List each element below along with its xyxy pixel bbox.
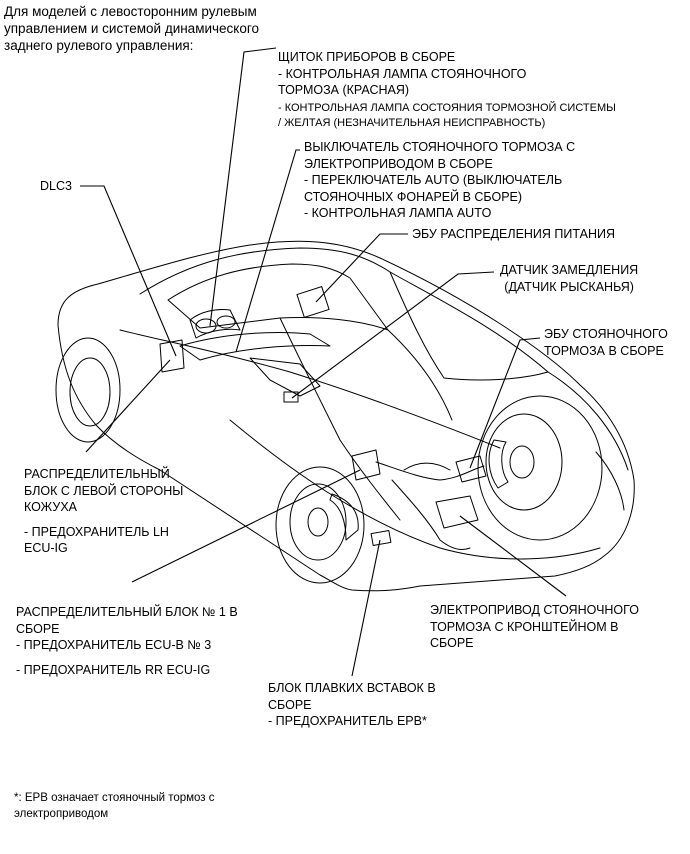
callout-line: ДАТЧИК ЗАМЕДЛЕНИЯ — [500, 263, 639, 277]
callout-line: БЛОК ПЛАВКИХ ВСТАВОК В — [268, 681, 436, 695]
callout-line: ЭБУ РАСПРЕДЕЛЕНИЯ ПИТАНИЯ — [412, 227, 615, 241]
callout-parking-ecu: ЭБУ СТОЯНОЧНОГО ТОРМОЗА В СБОРЕ — [544, 326, 668, 359]
callout-line: СТОЯНОЧНЫХ ФОНАРЕЙ В СБОРЕ) — [304, 189, 523, 204]
callout-line: - ПРЕДОХРАНИТЕЛЬ LH — [24, 524, 169, 539]
callout-line: / ЖЕЛТАЯ (НЕЗНАЧИТЕЛЬНАЯ НЕИСПРАВНОСТЬ) — [278, 116, 546, 129]
center-console — [249, 357, 321, 397]
door-line-mid — [387, 329, 453, 421]
power-ecu-shape — [296, 286, 330, 318]
callout-line: ТОРМОЗА С КРОНШТЕЙНОМ В — [430, 619, 619, 634]
callout-line: СБОРЕ — [16, 621, 60, 636]
leader-actuator — [459, 515, 567, 597]
callout-line: ECU-IG — [24, 541, 68, 555]
callout-cowl-junction: РАСПРЕДЕЛИТЕЛЬНЫЙ БЛОК С ЛЕВОЙ СТОРОНЫ К… — [24, 466, 183, 557]
callout-line: (ДАТЧИК РЫСКАНЬЯ) — [504, 279, 634, 294]
leader-parking-ecu — [469, 337, 541, 469]
callout-line: БЛОК С ЛЕВОЙ СТОРОНЫ — [24, 483, 184, 498]
sill-line — [229, 419, 601, 560]
callout-fusible-block: БЛОК ПЛАВКИХ ВСТАВОК В СБОРЕ - ПРЕДОХРАН… — [268, 680, 436, 730]
callout-instrument-panel: ЩИТОК ПРИБОРОВ В СБОРЕ - КОНТРОЛЬНАЯ ЛАМ… — [278, 49, 616, 131]
door-line-front — [279, 317, 401, 521]
leader-cowl-junction — [85, 359, 171, 453]
callout-line: ВЫКЛЮЧАТЕЛЬ СТОЯНОЧНОГО ТОРМОЗА С — [304, 140, 576, 154]
actuator-shape — [435, 495, 479, 529]
front-wheel-inner — [69, 357, 111, 427]
callout-line: - ПРЕДОХРАНИТЕЛЬ RR ECU-IG — [16, 662, 211, 677]
callout-line: ЭЛЕКТРОПРИВОДОМ В СБОРЕ — [304, 156, 493, 171]
yaw-sensor-shape — [283, 391, 299, 403]
leader-power-ecu — [315, 233, 408, 303]
callout-junction-no1: РАСПРЕДЕЛИТЕЛЬНЫЙ БЛОК № 1 В СБОРЕ - ПРЕ… — [16, 604, 238, 678]
heading-line: управлением и системой динамического — [4, 21, 260, 36]
callout-line: СБОРЕ — [430, 636, 474, 650]
windshield — [167, 263, 389, 331]
leader-decel-sensor — [291, 271, 495, 399]
footnote: *: EPB означает стояночный тормоз с элек… — [14, 790, 215, 822]
callout-line: ТОРМОЗА (КРАСНАЯ) — [278, 83, 410, 97]
leader-dlc3 — [80, 185, 177, 357]
rear-left-caliper — [329, 493, 359, 541]
tail-edge — [595, 451, 625, 511]
front-wheel-outer — [55, 337, 121, 443]
callout-line: КОЖУХА — [24, 500, 78, 514]
callout-line: ТОРМОЗА В СБОРЕ — [544, 343, 664, 358]
fusible-block-shape — [370, 530, 392, 546]
callout-actuator: ЭЛЕКТРОПРИВОД СТОЯНОЧНОГО ТОРМОЗА С КРОН… — [430, 602, 639, 652]
callout-line: - КОНТРОЛЬНАЯ ЛАМПА СОСТОЯНИЯ ТОРМОЗНОЙ … — [278, 101, 616, 114]
callout-line: ЭБУ СТОЯНОЧНОГО — [544, 327, 668, 341]
callout-dlc3: DLC3 — [40, 178, 72, 195]
rear-right-wheel-rotor — [485, 413, 563, 511]
callout-line: ЩИТОК ПРИБОРОВ В СБОРЕ — [278, 50, 456, 64]
callout-line: - ПЕРЕКЛЮЧАТЕЛЬ AUTO (ВЫКЛЮЧАТЕЛЬ — [304, 173, 563, 187]
leader-junction-no1 — [131, 469, 361, 583]
rear-right-wheel-outer — [477, 395, 603, 541]
leader-epb-switch — [235, 149, 300, 353]
callout-line: РАСПРЕДЕЛИТЕЛЬНЫЙ БЛОК № 1 В — [16, 605, 238, 619]
heading-line: заднего рулевого управления: — [4, 38, 194, 53]
rear-left-wheel-rotor — [289, 483, 347, 561]
callout-line: СБОРЕ — [268, 697, 312, 712]
wiring-harness — [375, 461, 485, 551]
car-body-outline — [57, 240, 635, 592]
instrument-cluster — [189, 309, 241, 339]
callout-line: ЭЛЕКТРОПРИВОД СТОЯНОЧНОГО — [430, 603, 639, 617]
callout-line: - КОНТРОЛЬНАЯ ЛАМПА СТОЯНОЧНОГО — [278, 66, 527, 81]
rear-window — [389, 271, 549, 381]
callout-decel-sensor: ДАТЧИК ЗАМЕДЛЕНИЯ (ДАТЧИК РЫСКАНЬЯ) — [500, 262, 638, 295]
heading-line: Для моделей с левосторонним рулевым — [4, 4, 257, 19]
callout-line: DLC3 — [40, 179, 72, 193]
parking-ecu-shape — [455, 455, 487, 483]
callout-line: - КОНТРОЛЬНАЯ ЛАМПА AUTO — [304, 206, 492, 220]
rear-right-caliper — [488, 439, 509, 489]
callout-line: - ПРЕДОХРАНИТЕЛЬ ECU-B № 3 — [16, 638, 212, 652]
rear-left-wheel-outer — [275, 466, 365, 584]
beltline — [119, 329, 501, 449]
footnote-line: электроприводом — [14, 808, 109, 820]
cowl-junction-shape — [159, 339, 185, 373]
leader-fusible-block — [351, 539, 381, 677]
callout-power-ecu: ЭБУ РАСПРЕДЕЛЕНИЯ ПИТАНИЯ — [412, 226, 615, 243]
gauge-left — [195, 318, 217, 334]
roof-line — [139, 247, 391, 295]
callout-epb-switch: ВЫКЛЮЧАТЕЛЬ СТОЯНОЧНОГО ТОРМОЗА С ЭЛЕКТР… — [304, 139, 575, 222]
footnote-line: *: EPB означает стояночный тормоз с — [14, 792, 215, 804]
leader-instrument-panel — [209, 47, 277, 327]
junction-no1-shape — [351, 449, 381, 481]
callout-line: РАСПРЕДЕЛИТЕЛЬНЫЙ — [24, 467, 170, 481]
rear-left-wheel-hub — [307, 507, 329, 537]
dashboard — [179, 332, 331, 361]
callout-line: - ПРЕДОХРАНИТЕЛЬ EPB* — [268, 714, 427, 728]
rear-right-wheel-hub — [509, 445, 535, 479]
gauge-right — [216, 315, 236, 329]
page-heading: Для моделей с левосторонним рулевым упра… — [4, 3, 259, 54]
trunk-lid — [547, 371, 629, 471]
